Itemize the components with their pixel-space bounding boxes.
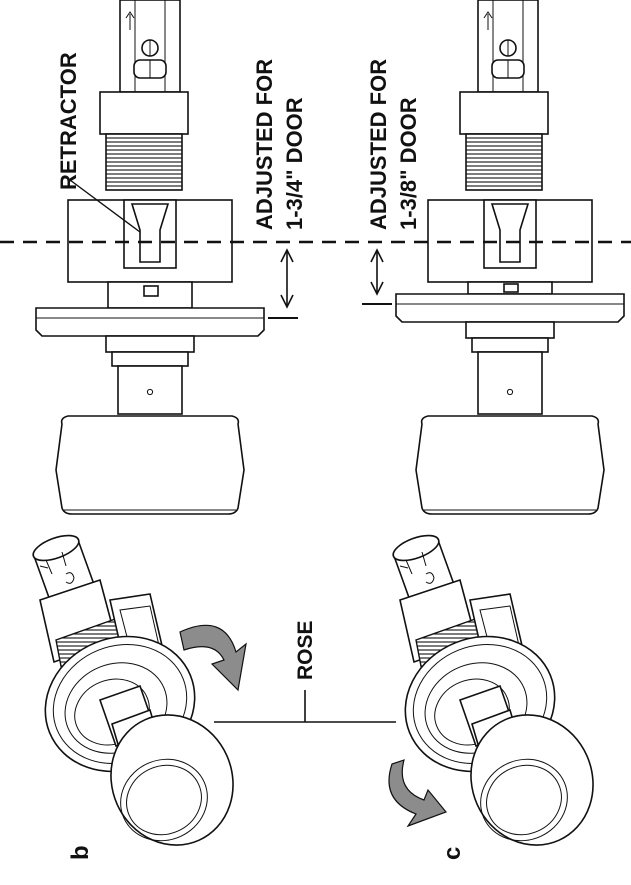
retractor-part [483,199,537,269]
rose-plate-b [35,307,265,337]
screw-icon [133,39,167,79]
door-size-label-c: 1-3/8" DOOR [396,97,421,230]
adjusted-label-c: ADJUSTED FOR [366,59,391,230]
perspective-view-c [388,534,594,846]
retractor-part [123,199,177,269]
rose-label: ROSE [294,620,317,680]
figure-letter-b: b [67,845,94,860]
retractor-leader [69,179,141,233]
door-size-label-b: 1-3/4" DOOR [282,97,307,230]
rotate-arrow-icon [179,624,247,692]
rose-leader [214,690,396,723]
dimension-arrow-c [362,248,392,305]
figure-letter-c: c [439,847,466,860]
screw-icon [491,39,525,79]
rose-plate-c [395,293,625,323]
knob-b [55,415,245,515]
perspective-view-b [32,534,247,846]
knob-c-perspective [470,714,594,846]
rotate-arrow-icon [388,759,447,828]
adjusted-label-b: ADJUSTED FOR [252,59,277,230]
knob-c [415,415,605,515]
elevation-view-c [362,0,625,515]
dimension-arrow-b [268,248,298,319]
retractor-label: RETRACTOR [56,52,81,190]
knob-b-perspective [110,714,234,846]
